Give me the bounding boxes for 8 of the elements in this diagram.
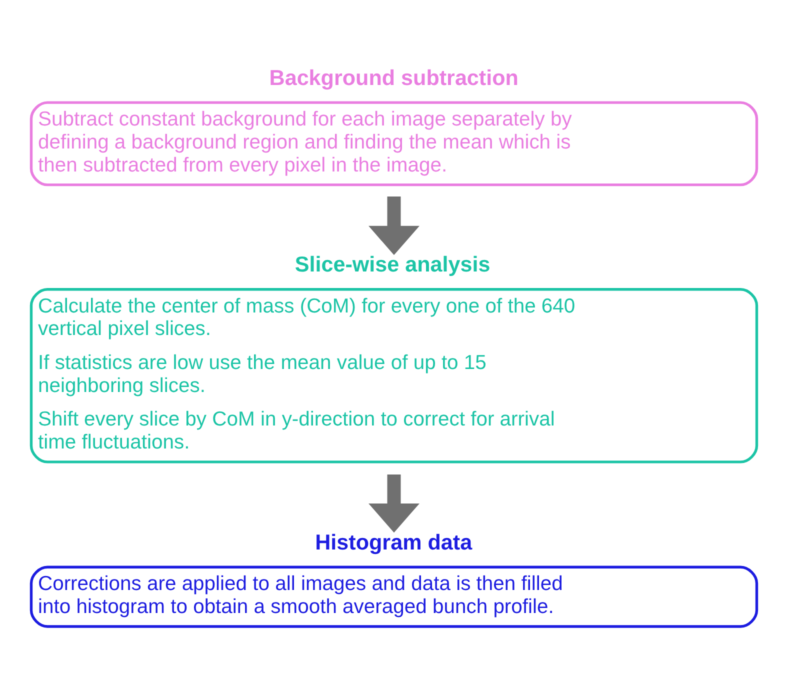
node-box: Corrections are applied to all images and data is then filled into histogram to obtain a smooth averaged bunch profile. [30,566,758,628]
arrow [368,474,420,533]
node-label: Histogram data [315,529,472,554]
node-box: Calculate the center of mass (CoM) for every one of the 640 vertical pixel slices. If statistics are low use the mean value of up to 15 neighboring slices. Shift every slice by CoM in y-direction to correct for arrival time fluctuations. [30,288,758,464]
node-label: Background subtraction [269,64,518,90]
arrow [368,196,420,256]
node-box: Subtract constant background for each image separately by defining a background region and finding the mean which is then subtracted from every pixel in the image. [30,101,758,186]
node-label: Slice-wise analysis [294,252,490,277]
